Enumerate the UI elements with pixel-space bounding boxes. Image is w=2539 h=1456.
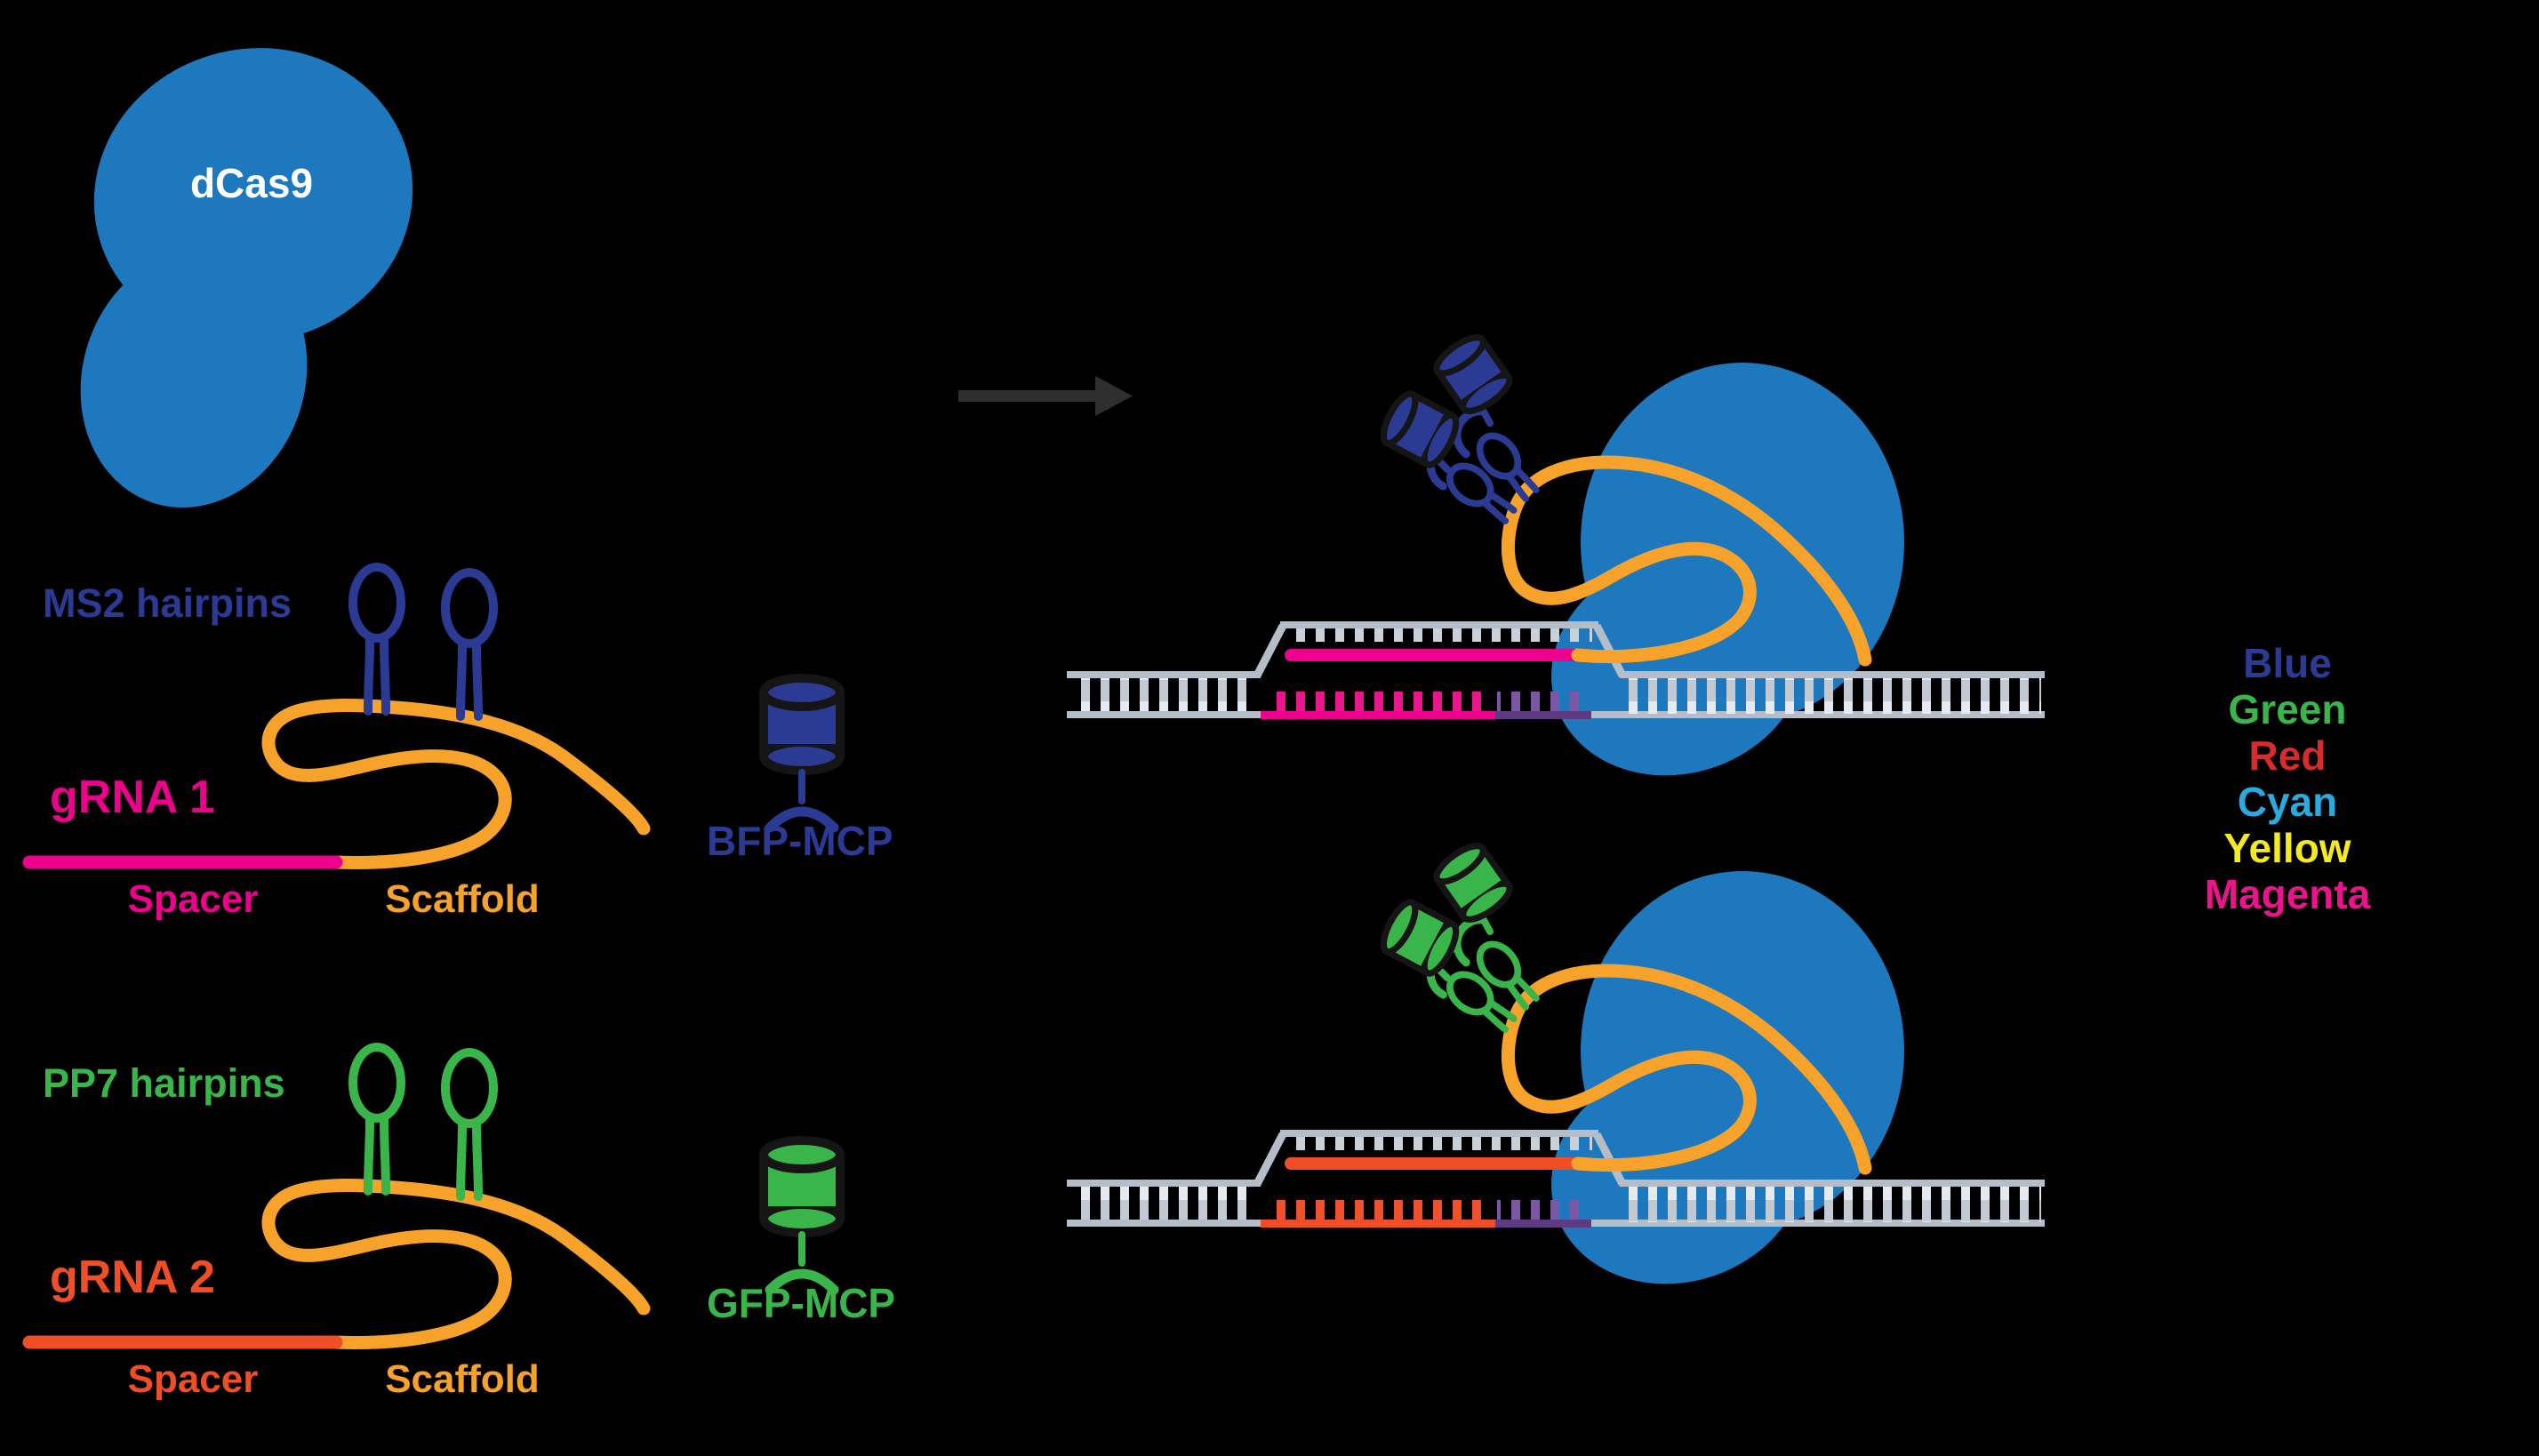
bfp-barrel-icon — [764, 678, 840, 833]
dcas9-label: dCas9 — [190, 160, 313, 206]
grna2-spacer-label: Spacer — [128, 1357, 259, 1401]
ms2-hairpin-icon — [445, 572, 493, 716]
grna1-scaffold-curve — [268, 705, 644, 862]
pp7-hairpin-icon — [353, 1047, 401, 1191]
grna2-scaffold-curve — [268, 1185, 644, 1342]
grna1-label: gRNA 1 — [50, 772, 215, 823]
legend-blue: Blue — [2243, 640, 2332, 686]
grna1-scaffold-label: Scaffold — [385, 877, 540, 921]
grna1-spacer-label: Spacer — [128, 877, 259, 921]
color-legend: Blue Green Red Cyan Yellow Magenta — [2205, 640, 2371, 917]
right-arrow-icon — [958, 376, 1133, 416]
legend-red: Red — [2249, 732, 2327, 779]
legend-magenta: Magenta — [2205, 871, 2371, 917]
dcas9-blob-icon — [80, 48, 413, 508]
pp7-hairpins-label: PP7 hairpins — [43, 1060, 285, 1106]
gfp-barrel-icon — [764, 1140, 840, 1295]
grna2-scaffold-label: Scaffold — [385, 1357, 540, 1401]
legend-yellow: Yellow — [2223, 825, 2351, 871]
ms2-hairpins-label: MS2 hairpins — [43, 580, 292, 626]
bfp-mcp-label: BFP-MCP — [707, 818, 893, 864]
ms2-hairpin-icon — [353, 567, 401, 711]
legend-green: Green — [2229, 686, 2347, 732]
grna2-label: gRNA 2 — [50, 1252, 215, 1303]
legend-cyan: Cyan — [2238, 779, 2337, 825]
gfp-mcp-label: GFP-MCP — [707, 1280, 895, 1326]
dna-double-helix-icon — [1067, 1130, 2045, 1228]
pp7-hairpin-icon — [445, 1052, 493, 1196]
